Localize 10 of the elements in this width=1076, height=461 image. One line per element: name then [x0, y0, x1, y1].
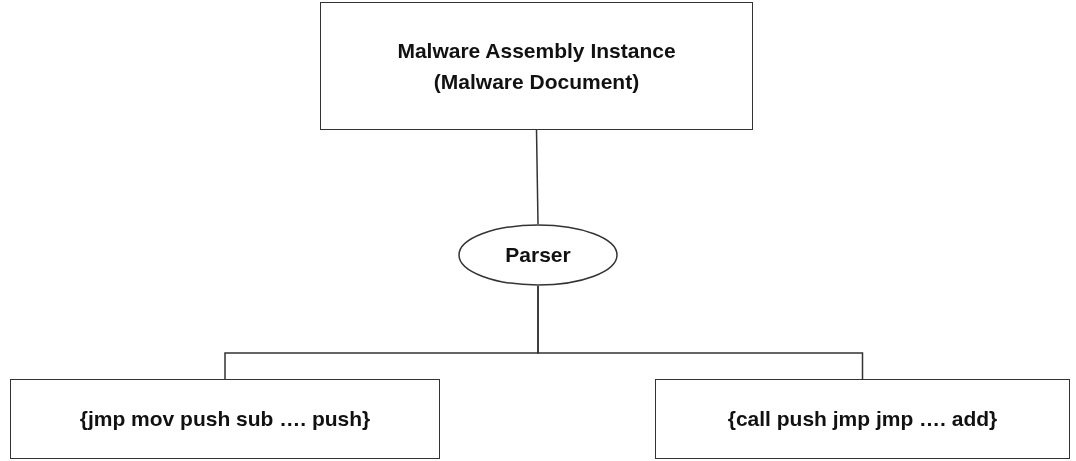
node-label: Parser: [505, 242, 571, 269]
process-box: [10, 379, 440, 459]
node-label: Malware Assembly Instance (Malware Document): [396, 37, 677, 95]
node-label: {call push jmp jmp …. add}: [727, 406, 998, 433]
connector-line: [537, 285, 864, 380]
process-ellipse: [458, 224, 618, 286]
process-box: [655, 379, 1070, 459]
node-label: {jmp mov push sub …. push}: [79, 406, 371, 433]
connector-line: [535, 129, 539, 225]
process-box: [320, 2, 753, 130]
